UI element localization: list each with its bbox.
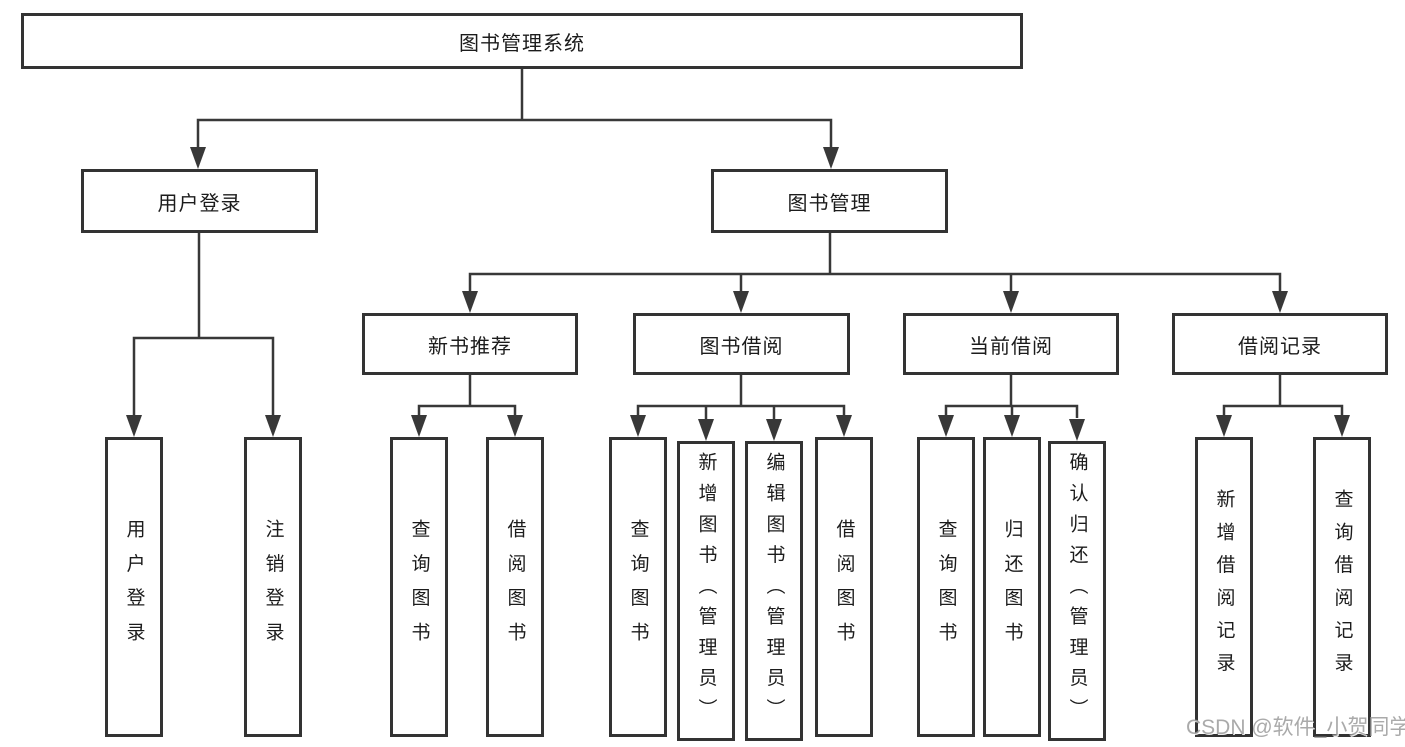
node-label: 借阅记录 <box>1238 335 1322 358</box>
leaf-borrowing-borrow-books: 借阅图书 <box>815 437 873 737</box>
leaf-records-query-record: 查询借阅记录 <box>1313 437 1371 737</box>
node-label: 图书借阅 <box>699 335 784 358</box>
node-label: 新书推荐 <box>428 335 512 358</box>
leaf-current-return-books: 归还图书 <box>983 437 1041 737</box>
node-label: 图书管理系统 <box>459 32 585 55</box>
leaf-borrowing-add-books-admin: 新增图书（管理员） <box>677 441 735 741</box>
node-book-borrowing: 图书借阅 <box>633 313 850 375</box>
leaf-label: 借阅图书 <box>833 518 855 656</box>
node-label: 用户登录 <box>157 192 242 215</box>
leaf-label: 新增图书（管理员） <box>695 452 717 730</box>
node-borrowing-records: 借阅记录 <box>1172 313 1388 375</box>
leaf-label: 确认归还（管理员） <box>1066 452 1088 730</box>
leaf-recommend-query-books: 查询图书 <box>390 437 448 737</box>
leaf-label: 查询图书 <box>627 518 649 656</box>
leaf-borrowing-query-books: 查询图书 <box>609 437 667 737</box>
leaf-label: 查询借阅记录 <box>1331 488 1353 686</box>
leaf-label: 查询图书 <box>935 518 957 656</box>
leaf-records-add-record: 新增借阅记录 <box>1195 437 1253 737</box>
watermark: CSDN @软件_小贺同学 <box>1186 716 1405 739</box>
leaf-current-query-books: 查询图书 <box>917 437 975 737</box>
node-book-management: 图书管理 <box>711 169 948 233</box>
leaf-label: 借阅图书 <box>504 518 526 656</box>
node-user-login: 用户登录 <box>81 169 318 233</box>
node-label: 当前借阅 <box>969 335 1053 358</box>
node-current-borrowing: 当前借阅 <box>903 313 1119 375</box>
node-label: 图书管理 <box>787 192 872 215</box>
leaf-label: 注销登录 <box>262 518 284 656</box>
leaf-logout: 注销登录 <box>244 437 302 737</box>
leaf-label: 用户登录 <box>123 518 145 656</box>
leaf-recommend-borrow-books: 借阅图书 <box>486 437 544 737</box>
node-root-system: 图书管理系统 <box>21 13 1023 69</box>
leaf-label: 编辑图书（管理员） <box>763 452 785 730</box>
leaf-user-login: 用户登录 <box>105 437 163 737</box>
leaf-label: 查询图书 <box>408 518 430 656</box>
leaf-label: 归还图书 <box>1001 518 1023 656</box>
node-new-book-recommend: 新书推荐 <box>362 313 578 375</box>
leaf-borrowing-edit-books-admin: 编辑图书（管理员） <box>745 441 803 741</box>
leaf-label: 新增借阅记录 <box>1213 488 1235 686</box>
leaf-current-confirm-return-admin: 确认归还（管理员） <box>1048 441 1106 741</box>
